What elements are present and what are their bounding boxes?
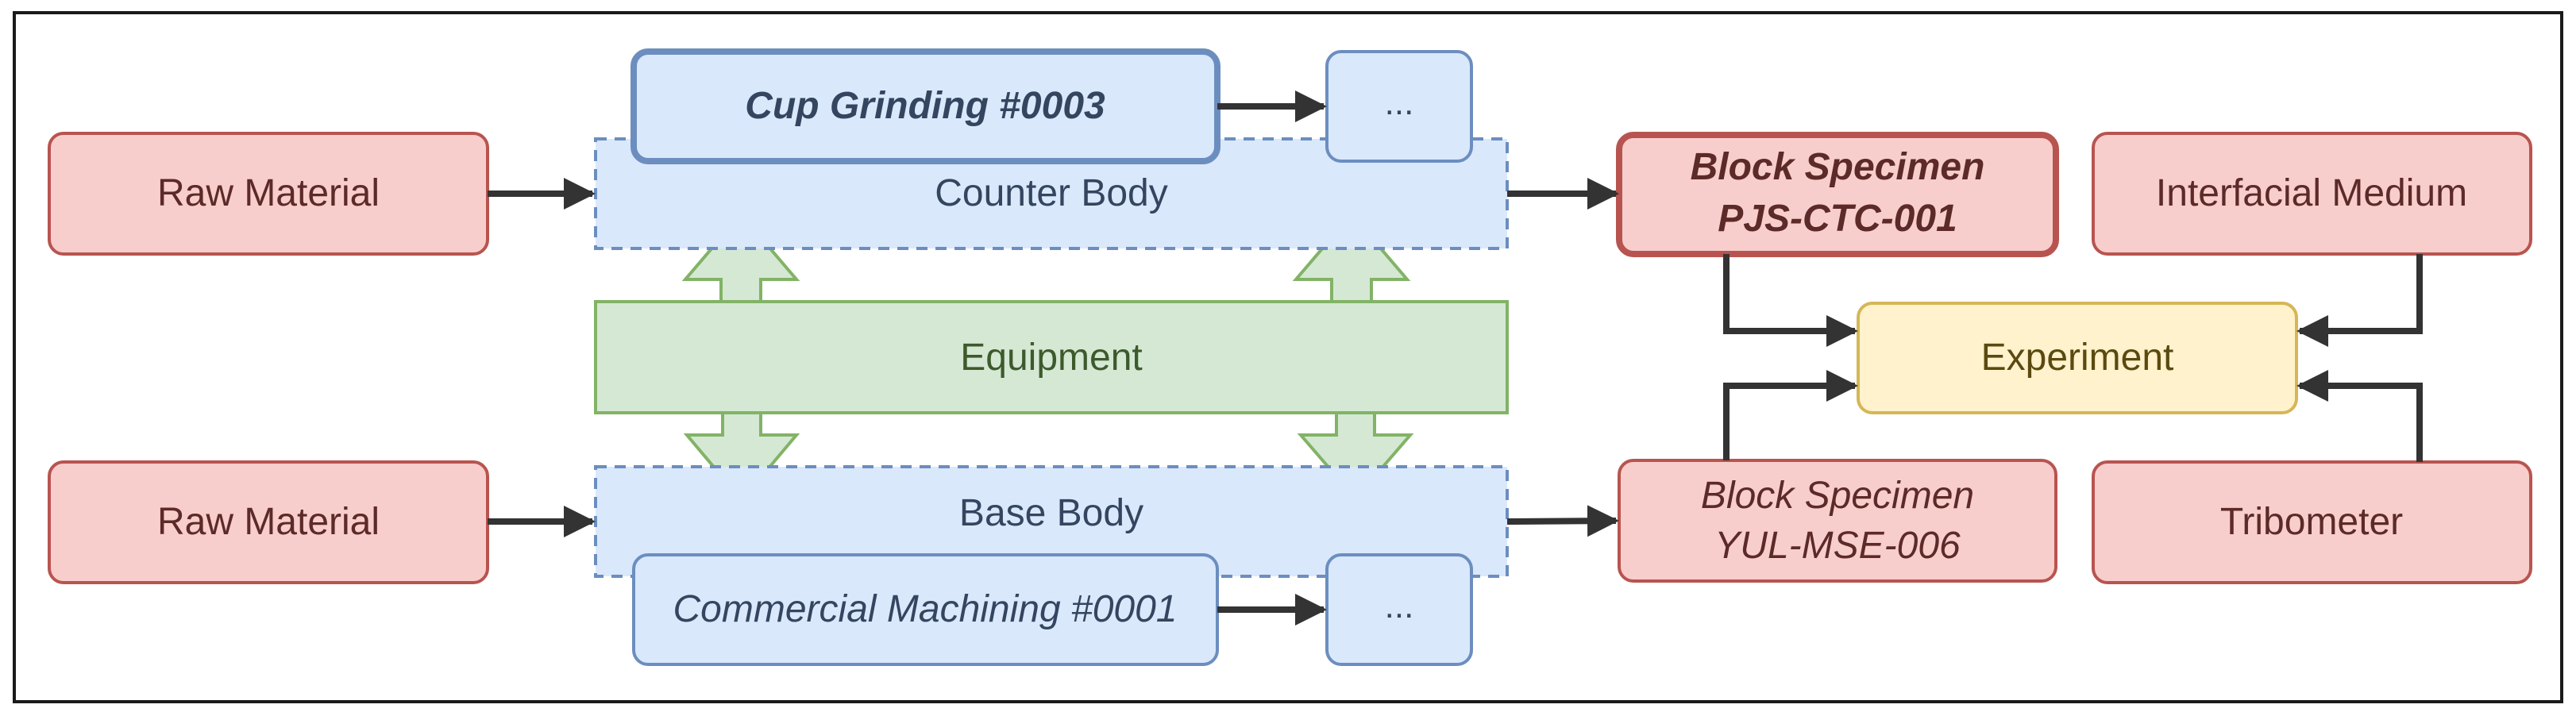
block-specimen-box-bottom [1618, 459, 2057, 583]
block-specimen-box-top [1616, 132, 2059, 257]
counter-body-label: Counter Body [935, 172, 1168, 214]
arrow-base-body-to-block-specimen [1506, 505, 1619, 537]
block-specimen-name-bottom: Block Specimen [1701, 475, 1974, 517]
arrow-tribometer-to-experiment [2296, 370, 2423, 462]
tribometer-box [2092, 460, 2532, 584]
experiment-box [1857, 302, 2298, 414]
base-body-label: Base Body [959, 492, 1143, 534]
equipment-label: Equipment [960, 337, 1142, 379]
ellipsis-label-bottom: ... [1385, 587, 1414, 626]
equipment-bar [594, 300, 1509, 414]
experiment-label: Experiment [1981, 337, 2174, 379]
commercial-machining-process-label: Commercial Machining #0001 [673, 588, 1178, 630]
arrow-interfacial-medium-to-experiment [2296, 254, 2423, 347]
interfacial-medium-box [2092, 132, 2532, 256]
ellipsis-label-top: ... [1385, 83, 1414, 122]
interfacial-medium-label: Interfacial Medium [2156, 172, 2467, 214]
raw-material-label-top: Raw Material [157, 172, 380, 214]
block-specimen-id-top: PJS-CTC-001 [1718, 198, 1957, 240]
arrow-block-specimen-bottom-to-experiment [1723, 370, 1858, 460]
diagram-frame [13, 11, 2563, 703]
block-specimen-name-top: Block Specimen [1691, 146, 1985, 188]
tribometer-label: Tribometer [2220, 501, 2403, 543]
arrow-block-specimen-top-to-experiment [1723, 254, 1858, 347]
cup-grinding-process-label: Cup Grinding #0003 [745, 85, 1105, 127]
ellipsis-box-bottom [1325, 553, 1473, 666]
block-specimen-id-bottom: YUL-MSE-006 [1714, 525, 1961, 567]
raw-material-label-bottom: Raw Material [157, 501, 380, 543]
ellipsis-box-top [1325, 50, 1473, 163]
